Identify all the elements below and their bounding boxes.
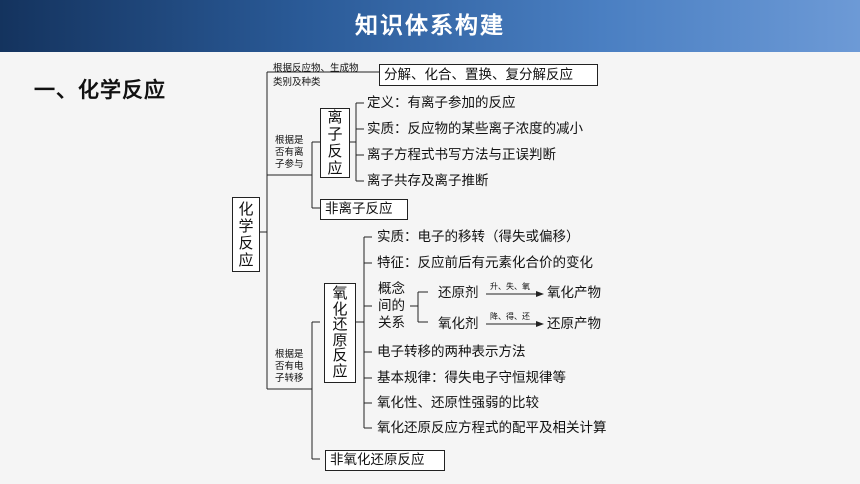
redox-item: 基本规律：得失电子守恒规律等 (377, 370, 566, 386)
reducer-label: 还原剂 (438, 285, 479, 301)
reducer-arrow-label: 升、失、氧 (490, 282, 530, 291)
b2-criterion-3: 子参与 (275, 159, 304, 170)
concepts-label-2: 间的 (378, 298, 405, 314)
redox-item: 氧化性、还原性强弱的比较 (377, 395, 539, 411)
redox-item: 氧化还原反应方程式的配平及相关计算 (377, 420, 607, 436)
oxidizer-arrow-label: 降、得、还 (490, 312, 530, 321)
b2-criterion-2: 否有离 (275, 147, 304, 158)
redox-item: 特征：反应前后有元素化合价的变化 (377, 255, 593, 271)
non-ionic-label: 非离子反应 (325, 201, 393, 217)
b1-result-box: 分解、化合、置换、复分解反应 (379, 64, 598, 86)
ionic-item: 实质：反应物的某些离子浓度的减小 (367, 121, 583, 137)
ionic-item: 离子共存及离子推断 (367, 173, 489, 189)
b1-result: 分解、化合、置换、复分解反应 (384, 67, 573, 83)
redox-item: 实质：电子的移转（得失或偏移） (377, 229, 580, 245)
b1-criterion-2: 类别及种类 (273, 77, 321, 88)
root-box: 化学反应 (232, 197, 260, 272)
b3-criterion-1: 根据是 (275, 349, 304, 360)
non-ionic-box: 非离子反应 (320, 199, 408, 220)
b1-criterion-1: 根据反应物、生成物 (273, 63, 359, 74)
section-title: 一、化学反应 (34, 78, 166, 102)
non-redox-box: 非氧化还原反应 (325, 450, 445, 471)
root-label: 化学反应 (238, 200, 254, 269)
concepts-label-3: 关系 (378, 315, 405, 331)
b3-criterion-2: 否有电 (275, 361, 304, 372)
ionic-item: 离子方程式书写方法与正误判断 (367, 147, 556, 163)
header-banner (0, 0, 860, 52)
ionic-item: 定义：有离子参加的反应 (367, 95, 516, 111)
non-redox-label: 非氧化还原反应 (330, 452, 425, 468)
page-title: 知识体系构建 (355, 13, 505, 39)
redox-box: 氧化还原反应 (324, 283, 356, 383)
b2-criterion-1: 根据是 (275, 135, 304, 146)
concepts-label-1: 概念 (378, 281, 405, 297)
ionic-reaction-label: 离子反应 (327, 108, 343, 177)
b3-criterion-3: 子转移 (275, 373, 304, 384)
redox-item: 电子转移的两种表示方法 (377, 344, 526, 360)
oxidized-product-label: 氧化产物 (547, 285, 601, 301)
ionic-reaction-box: 离子反应 (320, 108, 350, 178)
oxidizer-label: 氧化剂 (438, 316, 479, 332)
reduced-product-label: 还原产物 (547, 316, 601, 332)
redox-label: 氧化还原反应 (332, 284, 348, 380)
